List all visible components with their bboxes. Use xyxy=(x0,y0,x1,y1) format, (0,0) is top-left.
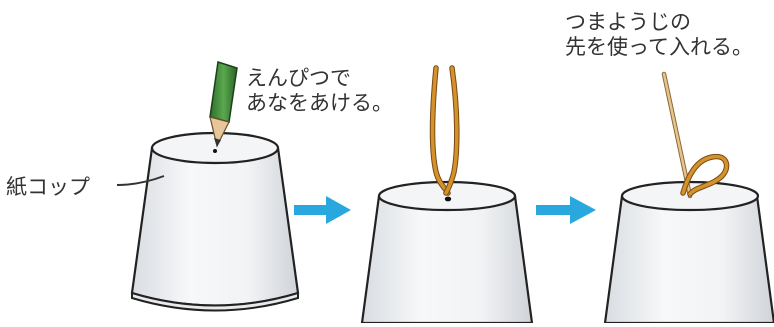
paper-cup-2 xyxy=(360,180,534,325)
string-loop-icon xyxy=(680,153,730,197)
label-pointer-line xyxy=(116,175,165,186)
toothpick-instruction-line-1: つまようじの xyxy=(565,10,691,34)
toothpick-instruction-label: つまようじの 先を使って入れる。 xyxy=(565,10,753,60)
paper-cup-label: 紙コップ xyxy=(6,175,90,200)
pencil-instruction-label: えんぴつで あなをあける。 xyxy=(246,66,393,116)
pencil-instruction-line-2: あなをあける。 xyxy=(246,91,393,115)
pencil-instruction-line-1: えんぴつで xyxy=(246,66,351,90)
pencil-icon xyxy=(209,61,238,148)
arrow-step-1 xyxy=(294,196,351,224)
paper-cup-label-text: 紙コップ xyxy=(6,175,90,199)
string-icon xyxy=(429,65,460,196)
toothpick-icon xyxy=(661,71,693,199)
toothpick-instruction-line-2: 先を使って入れる。 xyxy=(565,35,753,59)
paper-cup-3 xyxy=(603,180,774,325)
arrow-step-2 xyxy=(536,196,596,224)
paper-cup-1 xyxy=(130,131,300,312)
